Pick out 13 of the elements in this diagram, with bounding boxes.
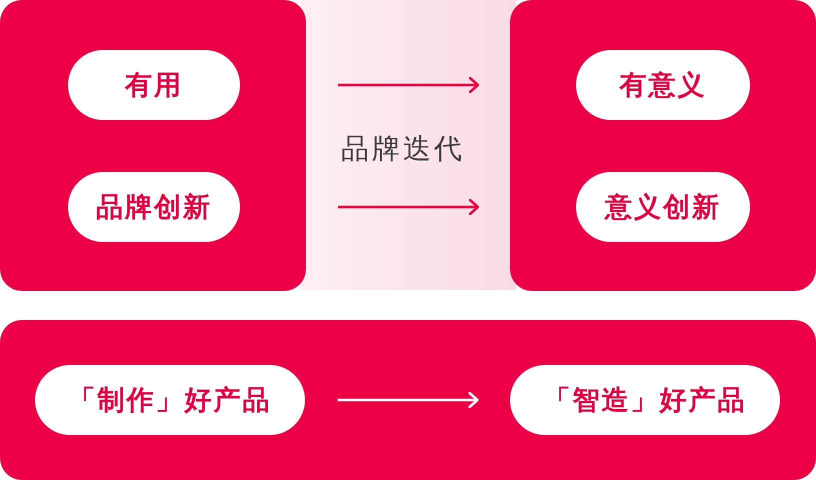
pill-label: 品牌创新 bbox=[68, 172, 240, 242]
panel-box bbox=[0, 0, 306, 291]
pill-label: 有意义 bbox=[576, 50, 750, 120]
arrow bbox=[338, 392, 479, 408]
pill-label: 「智造」好产品 bbox=[510, 365, 780, 435]
pill-label: 「制作」好产品 bbox=[35, 365, 305, 435]
pill-label: 意义创新 bbox=[576, 172, 750, 242]
panel-box bbox=[510, 0, 816, 291]
arrow bbox=[338, 198, 480, 216]
panel-box bbox=[0, 320, 816, 480]
caption-label: 品牌迭代 bbox=[341, 131, 465, 167]
arrow bbox=[338, 76, 480, 94]
pill-label: 有用 bbox=[68, 50, 240, 120]
